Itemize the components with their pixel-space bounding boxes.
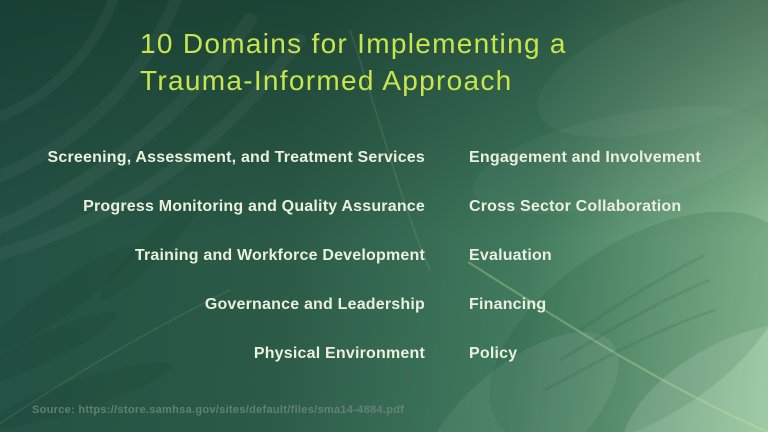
- domain-item-left: Training and Workforce Development: [134, 246, 425, 264]
- domain-row: Physical Environment Policy: [0, 329, 768, 378]
- domain-row: Progress Monitoring and Quality Assuranc…: [0, 182, 768, 231]
- domain-item-left: Physical Environment: [253, 344, 425, 362]
- domain-item-right: Financing: [469, 295, 547, 313]
- domain-item-right: Evaluation: [469, 246, 552, 264]
- domains-list: Screening, Assessment, and Treatment Ser…: [0, 133, 768, 378]
- domain-row: Governance and Leadership Financing: [0, 280, 768, 329]
- domain-item-right: Cross Sector Collaboration: [469, 197, 682, 215]
- source-citation: Source: https://store.samhsa.gov/sites/d…: [32, 404, 405, 416]
- domain-item-left: Progress Monitoring and Quality Assuranc…: [83, 197, 425, 215]
- domain-row: Training and Workforce Development Evalu…: [0, 231, 768, 280]
- slide-title-line2: Trauma-Informed Approach: [140, 65, 513, 96]
- domain-item-right: Policy: [469, 344, 518, 362]
- domain-item-left: Screening, Assessment, and Treatment Ser…: [47, 148, 425, 166]
- domain-item-left: Governance and Leadership: [204, 295, 425, 313]
- domain-item-right: Engagement and Involvement: [469, 148, 701, 166]
- slide-title: 10 Domains for Implementing a Trauma-Inf…: [140, 25, 567, 99]
- slide-title-line1: 10 Domains for Implementing a: [140, 28, 567, 59]
- domain-row: Screening, Assessment, and Treatment Ser…: [0, 133, 768, 182]
